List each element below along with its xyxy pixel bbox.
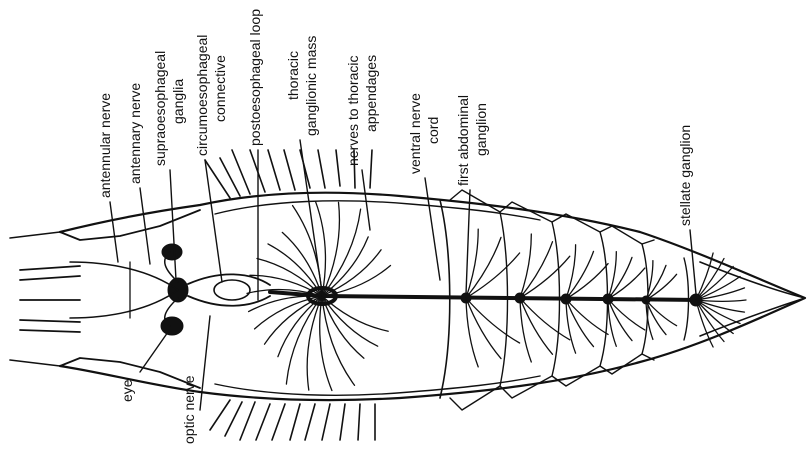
svg-text:thoracic: thoracic (285, 51, 301, 100)
svg-text:appendages: appendages (363, 55, 379, 132)
nerve-branch (320, 296, 332, 391)
nerve-branch (466, 237, 501, 298)
nerve-branch (566, 264, 608, 299)
svg-text:ganglionic mass: ganglionic mass (303, 36, 319, 136)
svg-text:connective: connective (212, 55, 228, 122)
label-antennary-nerve: antennary nerve (127, 83, 143, 184)
nerve-branch (646, 300, 677, 326)
nerve-branch (520, 256, 570, 298)
svg-text:antennular nerve: antennular nerve (97, 93, 113, 198)
label-supraoesophageal: supraoesophageal ganglia (152, 51, 186, 166)
label-antennular-nerve: antennular nerve (97, 93, 113, 198)
nerve-branch (566, 245, 576, 299)
nerve-branch (520, 242, 553, 298)
svg-text:eye: eye (119, 379, 135, 402)
svg-text:stellate ganglion: stellate ganglion (677, 125, 693, 226)
nerve-branch (696, 267, 733, 301)
svg-text:antennary nerve: antennary nerve (127, 83, 143, 184)
svg-text:postoesophageal loop: postoesophageal loop (247, 9, 263, 146)
svg-text:circumoesophageal: circumoesophageal (194, 35, 210, 156)
nerve-branch (608, 268, 645, 299)
nerve-branch (566, 299, 608, 334)
nerve-branch (646, 265, 666, 300)
label-ventral-nerve-cord: ventral nerve cord (407, 93, 441, 174)
svg-text:ganglia: ganglia (170, 79, 186, 124)
nerve-branch (466, 253, 520, 298)
label-stellate-ganglion: stellate ganglion (677, 125, 693, 226)
nerve-branch (466, 298, 501, 359)
nerve-branch (566, 251, 594, 299)
nerve-branch (646, 300, 666, 335)
svg-text:supraoesophageal: supraoesophageal (152, 51, 168, 166)
nerve-branch (696, 300, 746, 301)
svg-text:nerves to thoracic: nerves to thoracic (345, 56, 361, 167)
nerve-branch (646, 274, 677, 300)
nerve-branch (608, 299, 632, 341)
label-nerves-thoracic-appendages: nerves to thoracic appendages (345, 55, 379, 166)
nerve-branch (520, 234, 531, 298)
label-eye: eye (119, 379, 135, 402)
label-circumoesophageal: circumoesophageal connective (194, 35, 228, 156)
svg-text:ganglion: ganglion (473, 103, 489, 156)
nerve-branch (466, 298, 520, 343)
nerve-branch (520, 298, 553, 354)
svg-text:cord: cord (425, 117, 441, 144)
nerve-branch (608, 252, 616, 299)
svg-text:first abdominal: first abdominal (455, 95, 471, 186)
label-first-abdominal-ganglion: first abdominal ganglion (455, 95, 489, 186)
nerve-branch (608, 257, 632, 299)
svg-text:ventral nerve: ventral nerve (407, 93, 423, 174)
nerve-branch (608, 299, 645, 330)
label-postoesophageal-loop: postoesophageal loop (247, 9, 263, 146)
svg-text:optic nerve: optic nerve (181, 375, 197, 444)
label-thoracic-ganglionic-mass: thoracic ganglionic mass (285, 36, 319, 136)
nerve-branch (520, 298, 570, 340)
nerve-branch (696, 300, 733, 334)
label-optic-nerve: optic nerve (181, 375, 197, 444)
